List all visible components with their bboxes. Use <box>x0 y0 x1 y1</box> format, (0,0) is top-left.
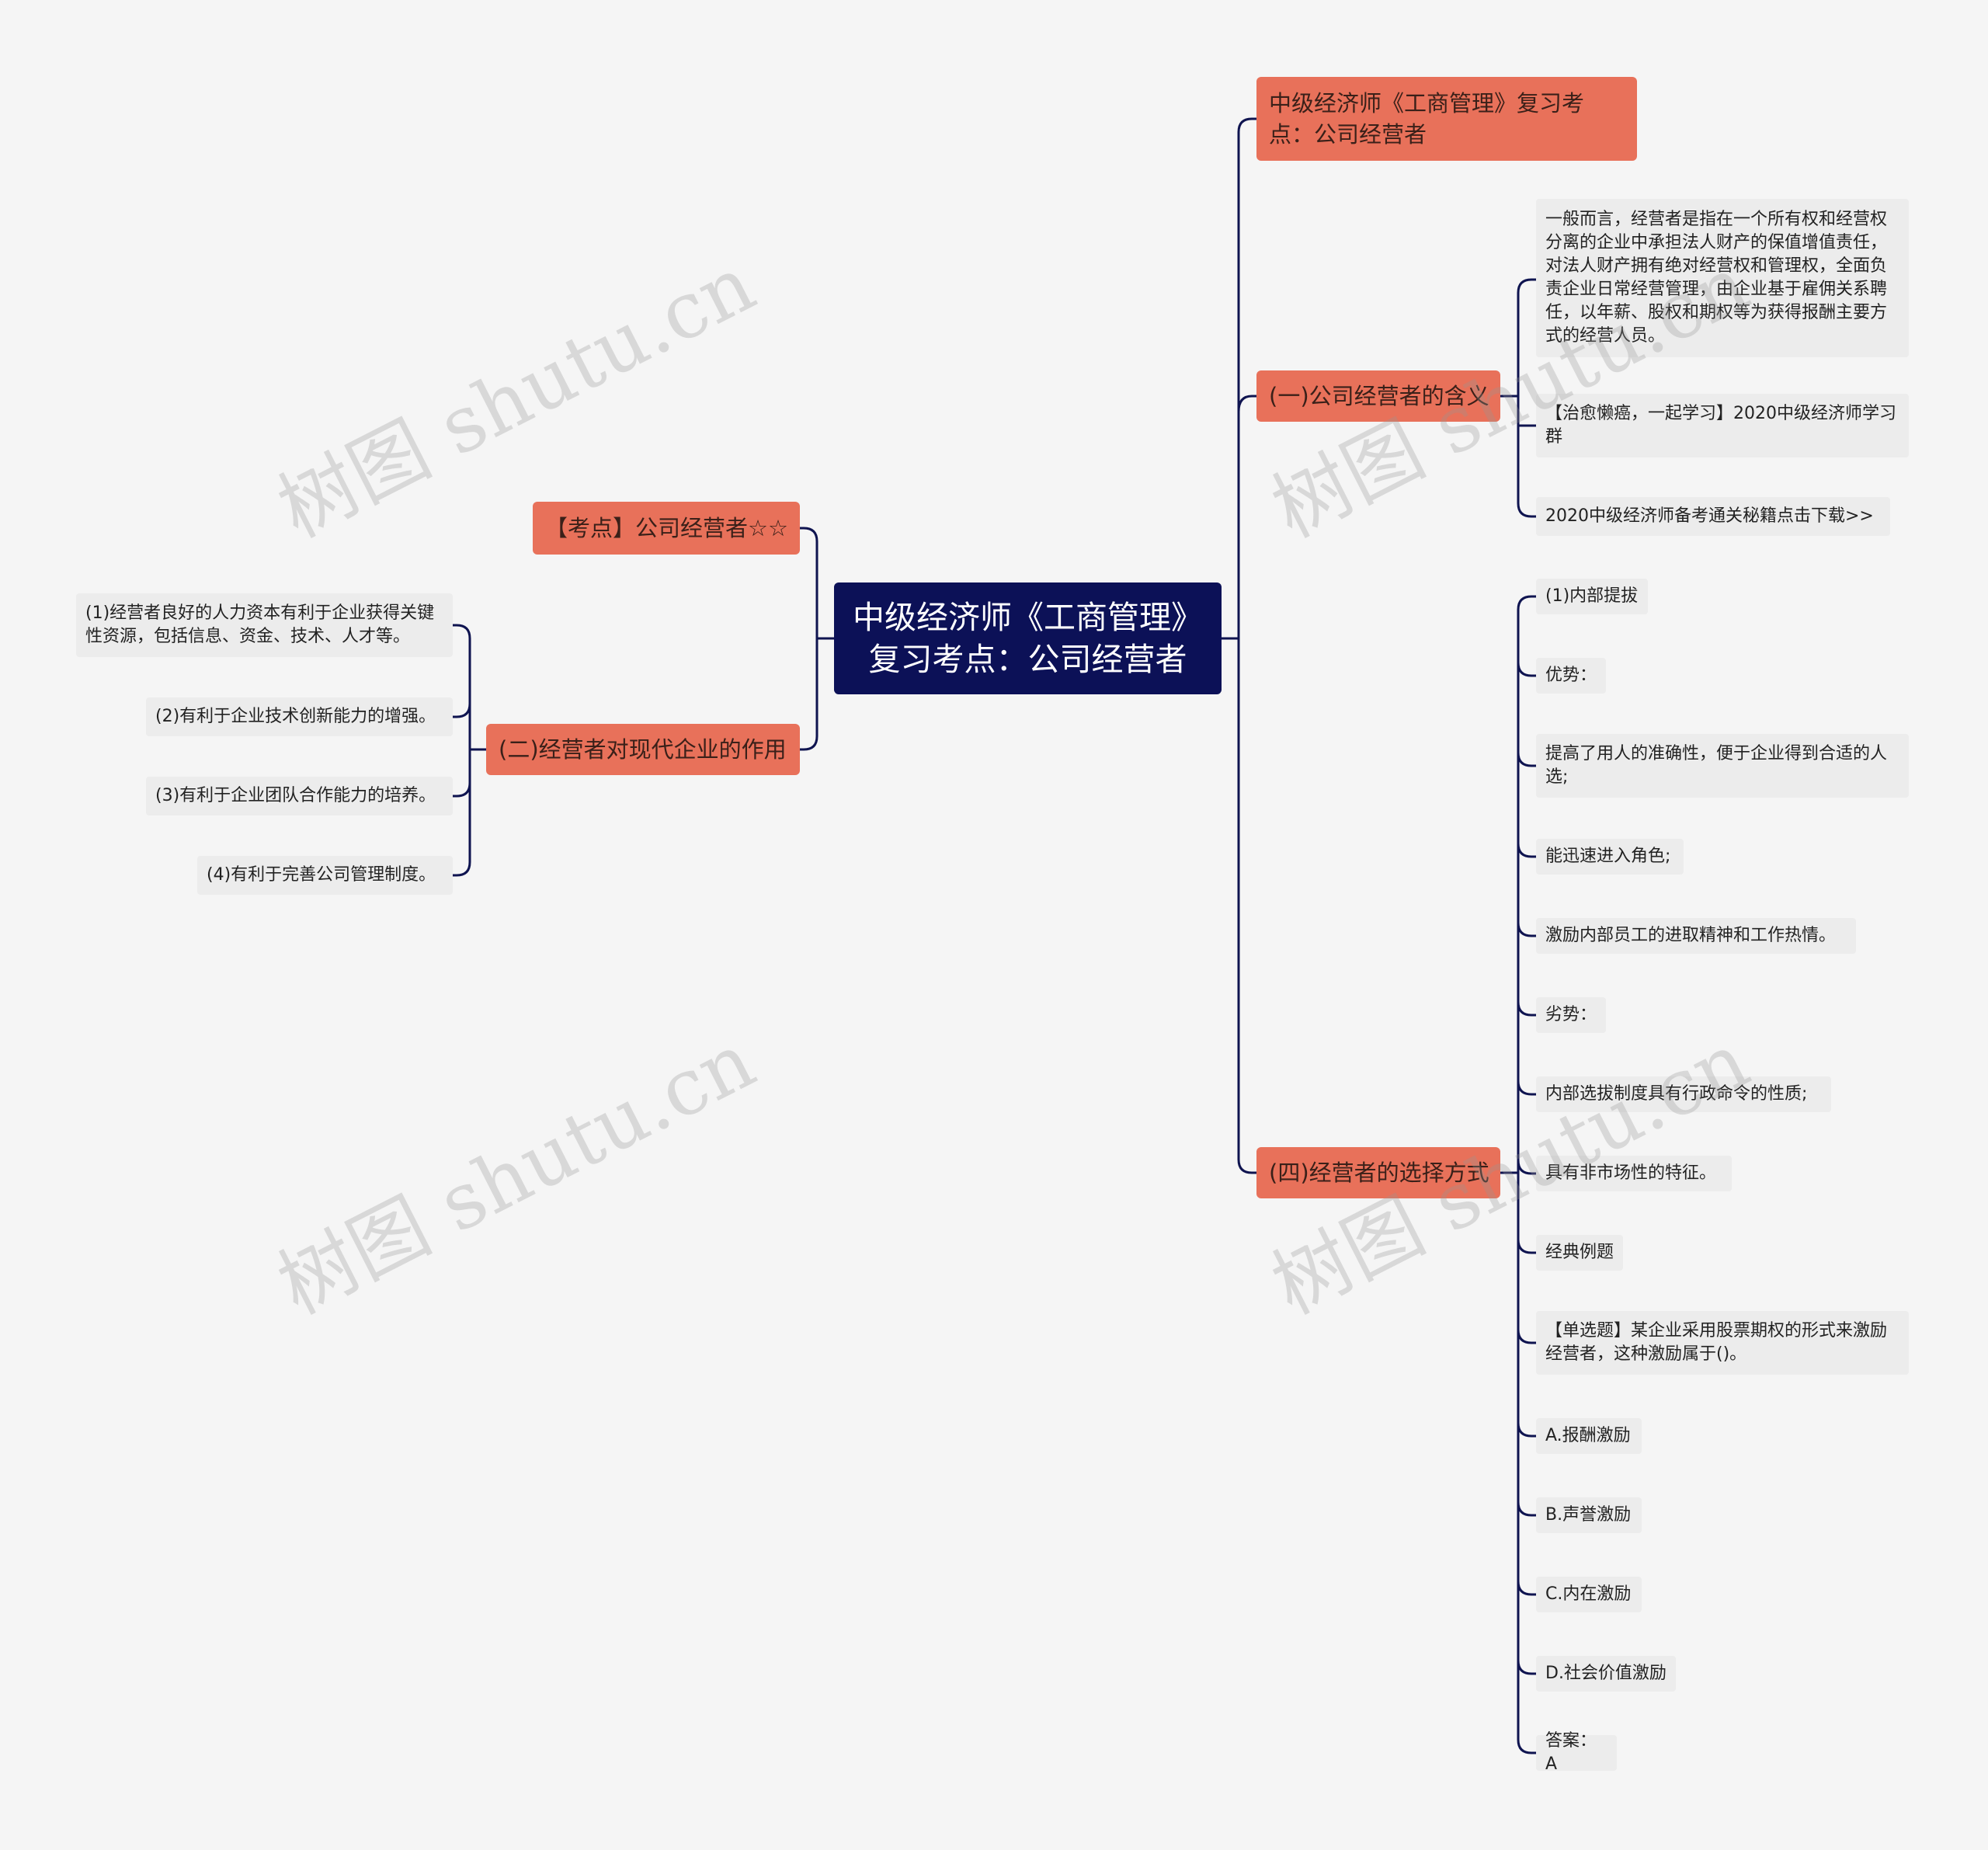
connector-role-leaf <box>451 702 471 718</box>
selection-leaf-text: 经典例题 <box>1545 1243 1614 1262</box>
selection-leaf[interactable]: D.社会价值激励 <box>1536 1656 1676 1692</box>
selection-leaf[interactable]: B.声誉激励 <box>1536 1497 1642 1533</box>
selection-leaf[interactable]: 劣势： <box>1536 997 1606 1033</box>
selection-leaf-text: D.社会价值激励 <box>1545 1664 1667 1683</box>
connector-role-leaf <box>451 781 471 798</box>
branch-meaning[interactable]: (一)公司经营者的含义 <box>1256 370 1500 422</box>
selection-leaf-text: 劣势： <box>1545 1005 1597 1024</box>
selection-leaf[interactable]: 答案：A <box>1536 1731 1617 1774</box>
selection-leaf[interactable]: 提高了用人的准确性，便于企业得到合适的人选; <box>1536 734 1909 798</box>
branch-kaodian-label: 【考点】公司经营者☆☆ <box>545 515 788 541</box>
selection-leaf-text: 【单选题】某企业采用股票期权的形式来激励经营者，这种激励属于()。 <box>1545 1321 1888 1364</box>
connector-selection-leaf <box>1517 751 1538 767</box>
connector-role-bottom <box>451 748 471 877</box>
connector-right-trunk <box>1237 117 1258 640</box>
selection-leaf[interactable]: 经典例题 <box>1536 1235 1623 1271</box>
selection-leaf-text: 激励内部员工的进取精神和工作热情。 <box>1545 926 1837 945</box>
selection-leaf-text: 优势： <box>1545 666 1597 685</box>
meaning-leaf-download[interactable]: 2020中级经济师备考通关秘籍点击下载>> <box>1536 497 1890 536</box>
selection-tick-group <box>1517 661 1538 1675</box>
connector-selection-leaf <box>1517 1159 1538 1175</box>
connector-selection-leaf <box>1517 661 1538 677</box>
role-leaf-text: (3)有利于企业团队合作能力的培养。 <box>155 786 436 805</box>
role-leaf-text: (1)经营者良好的人力资本有利于企业获得关键性资源，包括信息、资金、技术、人才等… <box>85 603 435 646</box>
meaning-leaf-text: 2020中级经济师备考通关秘籍点击下载>> <box>1545 506 1874 526</box>
connector-selection-leaf <box>1517 921 1538 937</box>
connector-left-upper <box>798 527 818 640</box>
meaning-leaf-text: 一般而言，经营者是指在一个所有权和经营权分离的企业中承担法人财产的保值增值责任，… <box>1545 210 1888 346</box>
role-tick-group <box>451 702 471 798</box>
role-leaf[interactable]: (3)有利于企业团队合作能力的培养。 <box>146 777 453 815</box>
selection-leaf-text: 提高了用人的准确性，便于企业得到合适的人选; <box>1545 744 1888 787</box>
meaning-leaf-text: 【治愈懒癌，一起学习】2020中级经济师学习群 <box>1545 404 1896 447</box>
branch-role[interactable]: (二)经营者对现代企业的作用 <box>486 724 800 775</box>
connector-selection-leaf <box>1517 842 1538 858</box>
connector-selection-leaf <box>1517 1580 1538 1596</box>
selection-leaf-text: 能迅速进入角色; <box>1545 847 1671 866</box>
branch-meaning-label: (一)公司经营者的含义 <box>1269 383 1489 409</box>
branch-title-label: 中级经济师《工商管理》复习考点：公司经营者 <box>1269 90 1585 148</box>
connector-selection-leaf <box>1517 1080 1538 1096</box>
selection-leaf-text: 内部选拔制度具有行政命令的性质; <box>1545 1084 1808 1104</box>
branch-kaodian[interactable]: 【考点】公司经营者☆☆ <box>533 502 800 555</box>
branch-title[interactable]: 中级经济师《工商管理》复习考点：公司经营者 <box>1256 77 1637 161</box>
selection-leaf[interactable]: 能迅速进入角色; <box>1536 839 1684 875</box>
connector-selection-bottom <box>1517 1171 1538 1754</box>
connector-selection-leaf <box>1517 1659 1538 1675</box>
connector-selection-leaf <box>1517 1328 1538 1344</box>
connector-selection-leaf <box>1517 1501 1538 1517</box>
selection-leaf[interactable]: (1)内部提拔 <box>1536 579 1648 614</box>
connector-meaning-leaf-3 <box>1517 395 1538 518</box>
role-leaf[interactable]: (4)有利于完善公司管理制度。 <box>197 856 453 895</box>
selection-leaf[interactable]: 内部选拔制度具有行政命令的性质; <box>1536 1076 1831 1112</box>
role-leaf[interactable]: (2)有利于企业技术创新能力的增强。 <box>146 697 453 736</box>
selection-leaf-text: (1)内部提拔 <box>1545 586 1639 606</box>
selection-leaf[interactable]: 【单选题】某企业采用股票期权的形式来激励经营者，这种激励属于()。 <box>1536 1311 1909 1375</box>
connector-meaning-leaf-1 <box>1517 278 1538 398</box>
selection-leaf-text: A.报酬激励 <box>1545 1426 1631 1445</box>
connector-right-trunk-lower <box>1237 637 1258 1174</box>
connector-role-top <box>451 624 471 751</box>
selection-leaf-text: C.内在激励 <box>1545 1584 1632 1604</box>
role-leaf-text: (2)有利于企业技术创新能力的增强。 <box>155 707 436 726</box>
branch-selection[interactable]: (四)经营者的选择方式 <box>1256 1147 1500 1198</box>
root-node[interactable]: 中级经济师《工商管理》复习考点：公司经营者 <box>834 582 1222 694</box>
connector-to-meaning <box>1237 395 1258 413</box>
selection-leaf-text: B.声誉激励 <box>1545 1505 1632 1525</box>
role-leaf[interactable]: (1)经营者良好的人力资本有利于企业获得关键性资源，包括信息、资金、技术、人才等… <box>76 593 453 657</box>
selection-leaf-text: 具有非市场性的特征。 <box>1545 1163 1717 1183</box>
connector-selection-leaf <box>1517 1421 1538 1438</box>
connector-left-lower <box>798 637 818 751</box>
selection-leaf[interactable]: 具有非市场性的特征。 <box>1536 1156 1732 1191</box>
connector-selection-top <box>1517 595 1538 1174</box>
selection-leaf[interactable]: C.内在激励 <box>1536 1577 1642 1612</box>
role-leaf-text: (4)有利于完善公司管理制度。 <box>207 865 436 885</box>
connector-selection-leaf <box>1517 1000 1538 1017</box>
selection-leaf[interactable]: 优势： <box>1536 658 1606 694</box>
selection-leaf[interactable]: 激励内部员工的进取精神和工作热情。 <box>1536 918 1856 954</box>
selection-leaf[interactable]: A.报酬激励 <box>1536 1418 1642 1454</box>
meaning-leaf-definition[interactable]: 一般而言，经营者是指在一个所有权和经营权分离的企业中承担法人财产的保值增值责任，… <box>1536 199 1909 357</box>
branch-selection-label: (四)经营者的选择方式 <box>1269 1160 1489 1186</box>
meaning-leaf-group[interactable]: 【治愈懒癌，一起学习】2020中级经济师学习群 <box>1536 394 1909 457</box>
root-title: 中级经济师《工商管理》复习考点：公司经营者 <box>853 599 1203 678</box>
branch-role-label: (二)经营者对现代企业的作用 <box>499 736 787 763</box>
selection-leaf-text: 答案：A <box>1545 1731 1597 1774</box>
connector-selection-leaf <box>1517 1238 1538 1254</box>
